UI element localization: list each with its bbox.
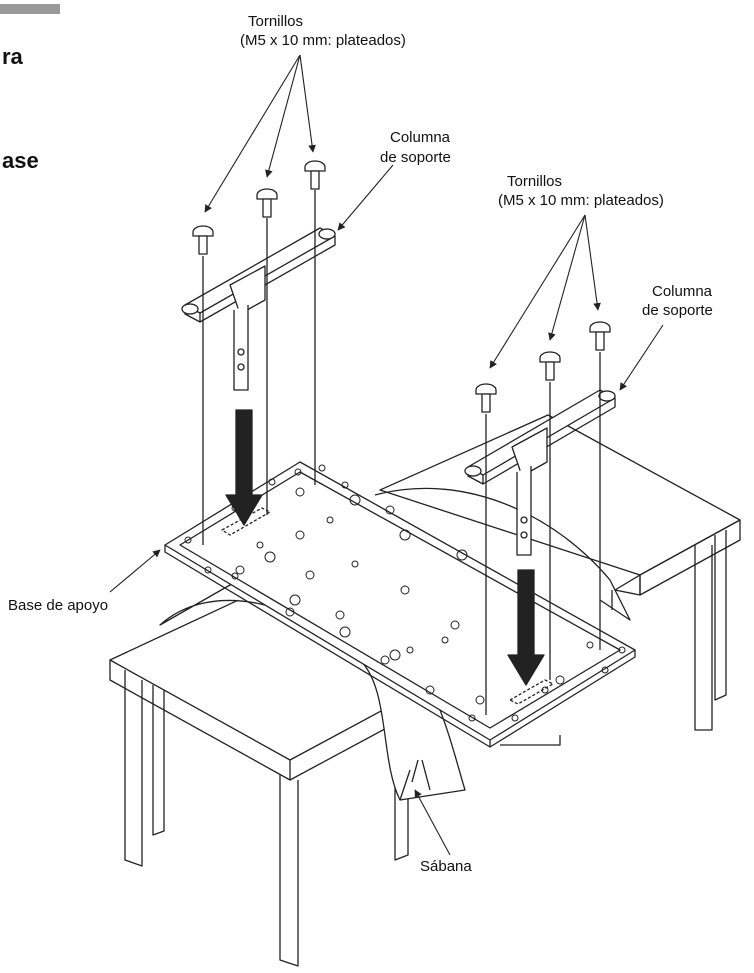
- leader-screw-right-2: [548, 214, 586, 341]
- down-arrow-left: [225, 409, 263, 526]
- down-arrow-right: [507, 569, 545, 686]
- leader-screw-left-3: [299, 54, 316, 153]
- leader-column-left: [337, 164, 394, 231]
- sheet-label: Sábana: [420, 858, 472, 875]
- right-table: [379, 414, 741, 731]
- left-support-column: [181, 160, 336, 545]
- section-tab-marker: [0, 4, 60, 14]
- base-label: Base de apoyo: [8, 597, 109, 614]
- leader-screw-right-1: [489, 214, 586, 369]
- screws-right-spec: (M5 x 10 mm: plateados): [498, 192, 664, 209]
- heading-fragment-1: ra: [2, 44, 23, 69]
- right-support-column: [464, 321, 616, 715]
- leader-screw-left-1: [204, 54, 301, 213]
- column-right-label-1: Columna: [652, 283, 713, 300]
- leader-screw-left-2: [265, 54, 301, 178]
- screws-right-title: Tornillos: [507, 173, 563, 190]
- column-left-label-2: de soporte: [380, 149, 451, 166]
- leader-column-right: [619, 324, 664, 391]
- leader-sheet: [414, 789, 451, 856]
- leader-base: [109, 549, 161, 593]
- leader-screw-right-3: [584, 214, 601, 311]
- screws-left-title: Tornillos: [248, 13, 304, 30]
- column-right-label-2: de soporte: [642, 302, 713, 319]
- column-left-label-1: Columna: [390, 129, 451, 146]
- screws-left-spec: (M5 x 10 mm: plateados): [240, 32, 406, 49]
- heading-fragment-2: ase: [2, 148, 39, 173]
